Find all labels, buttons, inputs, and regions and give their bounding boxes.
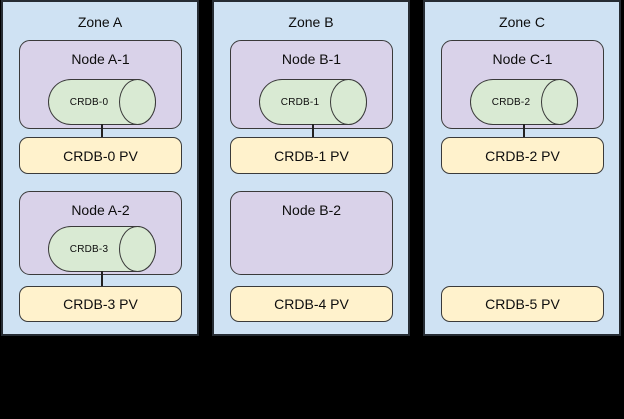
pv-box: CRDB-2 PV [441, 137, 604, 174]
connector-line [101, 271, 103, 286]
pod-cylinder: CRDB-0 [48, 79, 156, 125]
zone-label: Zone C [499, 14, 545, 30]
connector-line [523, 124, 525, 137]
cylinder-end-cap [119, 79, 156, 125]
pod-label: CRDB-2 [491, 96, 531, 108]
node-b2-box: Node B-2 [230, 191, 393, 275]
cylinder-end-cap [119, 226, 156, 272]
pv-box: CRDB-1 PV [230, 137, 393, 174]
pv-label: CRDB-1 PV [274, 147, 349, 164]
pv-label: CRDB-0 PV [63, 147, 138, 164]
zone-a: Zone A Node A-1 CRDB-0 CRDB-0 PV Node A-… [1, 0, 199, 336]
pv-box: CRDB-0 PV [19, 137, 182, 174]
zone-label: Zone A [77, 14, 123, 30]
node-label: Node B-1 [281, 51, 342, 67]
pv-label: CRDB-5 PV [485, 296, 560, 312]
zone-label: Zone B [288, 14, 334, 30]
node-label: Node A-2 [71, 202, 130, 218]
pod-cylinder: CRDB-3 [48, 226, 156, 272]
pod-cylinder: CRDB-2 [470, 79, 578, 125]
pod-label: CRDB-1 [280, 96, 320, 108]
pv-label: CRDB-2 PV [485, 147, 560, 164]
node-label: Node C-1 [492, 51, 553, 67]
pv-label: CRDB-3 PV [63, 296, 138, 312]
pv-box: CRDB-5 PV [441, 286, 604, 322]
cylinder-end-cap [541, 79, 578, 125]
zone-b: Zone B Node B-1 CRDB-1 CRDB-1 PV Node B-… [212, 0, 410, 336]
pod-cylinder: CRDB-1 [259, 79, 367, 125]
pod-label: CRDB-3 [69, 243, 109, 255]
pv-label: CRDB-4 PV [274, 296, 349, 312]
cylinder-end-cap [330, 79, 367, 125]
connector-line [101, 124, 103, 137]
zone-c: Zone C Node C-1 CRDB-2 CRDB-2 PV CRDB-5 … [423, 0, 621, 336]
connector-line [312, 124, 314, 137]
pod-label: CRDB-0 [69, 96, 109, 108]
node-label: Node B-2 [281, 202, 342, 218]
pv-box: CRDB-4 PV [230, 286, 393, 322]
pv-box: CRDB-3 PV [19, 286, 182, 322]
node-label: Node A-1 [71, 51, 130, 67]
